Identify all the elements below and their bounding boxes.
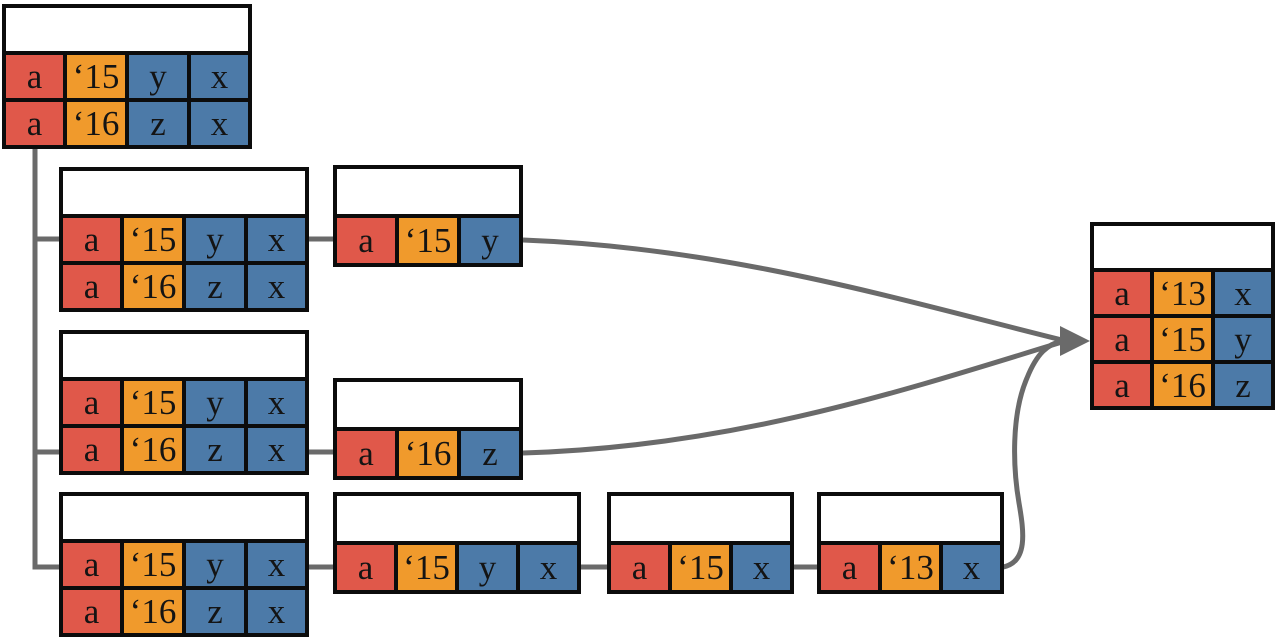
table-header-row [337,382,519,427]
record-cell-blue: y [186,381,244,424]
record-cell-red: a [63,218,120,261]
record-cell-blue: z [1215,364,1271,406]
record-cell-blue: y [1215,318,1271,360]
record-cell-red: a [1094,318,1150,360]
record-cell-red: a [63,381,120,424]
table-header-row [63,171,305,214]
record-cell-red: a [821,545,878,590]
curve-branch3 [1002,338,1063,570]
record-cell-blue: z [186,265,244,308]
record-cell-red: a [6,102,63,145]
table-header-row [1094,226,1271,268]
table-header-row [6,8,248,51]
record-cell-orange: ‘15 [1154,318,1211,360]
record-cell-blue: x [248,590,305,633]
record-cell-orange: ‘13 [1154,272,1211,314]
record-cell-orange: ‘16 [124,428,182,471]
record-cell-orange: ‘15 [67,55,125,98]
record-cell-orange: ‘16 [124,265,182,308]
curve-branch2 [522,339,1063,456]
record-cell-blue: x [191,102,248,145]
record-cell-red: a [63,265,120,308]
record-cell-red: a [337,545,394,590]
trunk-line [32,147,59,570]
table-header-row [821,496,1000,541]
record-cell-blue: y [186,543,244,586]
record-cell-orange: ‘15 [124,543,182,586]
record-cell-blue: y [129,55,187,98]
record-cell-blue: x [248,381,305,424]
record-cell-blue: x [248,428,305,471]
record-cell-blue: y [459,545,516,590]
record-cell-blue: y [461,218,519,263]
record-cell-red: a [337,218,395,263]
record-cell-red: a [1094,272,1150,314]
record-cell-red: a [1094,364,1150,406]
record-cell-orange: ‘15 [398,545,455,590]
table-header-row [611,496,790,541]
record-cell-blue: z [186,590,244,633]
record-cell-red: a [63,590,120,633]
merge-arrowhead-icon [1060,326,1090,356]
table-header-row [63,334,305,377]
record-cell-blue: x [943,545,1000,590]
record-cell-blue: x [248,543,305,586]
record-cell-orange: ‘13 [882,545,939,590]
record-cell-blue: x [1215,272,1271,314]
record-cell-blue: x [191,55,248,98]
table-header-row [337,169,519,214]
record-cell-blue: x [520,545,577,590]
record-cell-blue: x [248,218,305,261]
table-header-row [337,496,577,541]
record-cell-blue: x [248,265,305,308]
record-cell-blue: z [129,102,187,145]
record-cell-orange: ‘15 [124,218,182,261]
record-cell-orange: ‘16 [399,431,457,476]
curve-branch1 [522,237,1063,343]
record-cell-orange: ‘15 [672,545,729,590]
record-cell-red: a [6,55,63,98]
table-header-row [63,496,305,539]
record-cell-orange: ‘15 [124,381,182,424]
record-cell-red: a [63,428,120,471]
record-cell-orange: ‘16 [1154,364,1211,406]
record-cell-red: a [337,431,395,476]
record-cell-red: a [611,545,668,590]
record-cell-orange: ‘15 [399,218,457,263]
record-cell-blue: z [186,428,244,471]
record-cell-blue: x [733,545,790,590]
record-cell-blue: z [461,431,519,476]
record-cell-blue: y [186,218,244,261]
record-cell-orange: ‘16 [124,590,182,633]
record-cell-red: a [63,543,120,586]
record-cell-orange: ‘16 [67,102,125,145]
